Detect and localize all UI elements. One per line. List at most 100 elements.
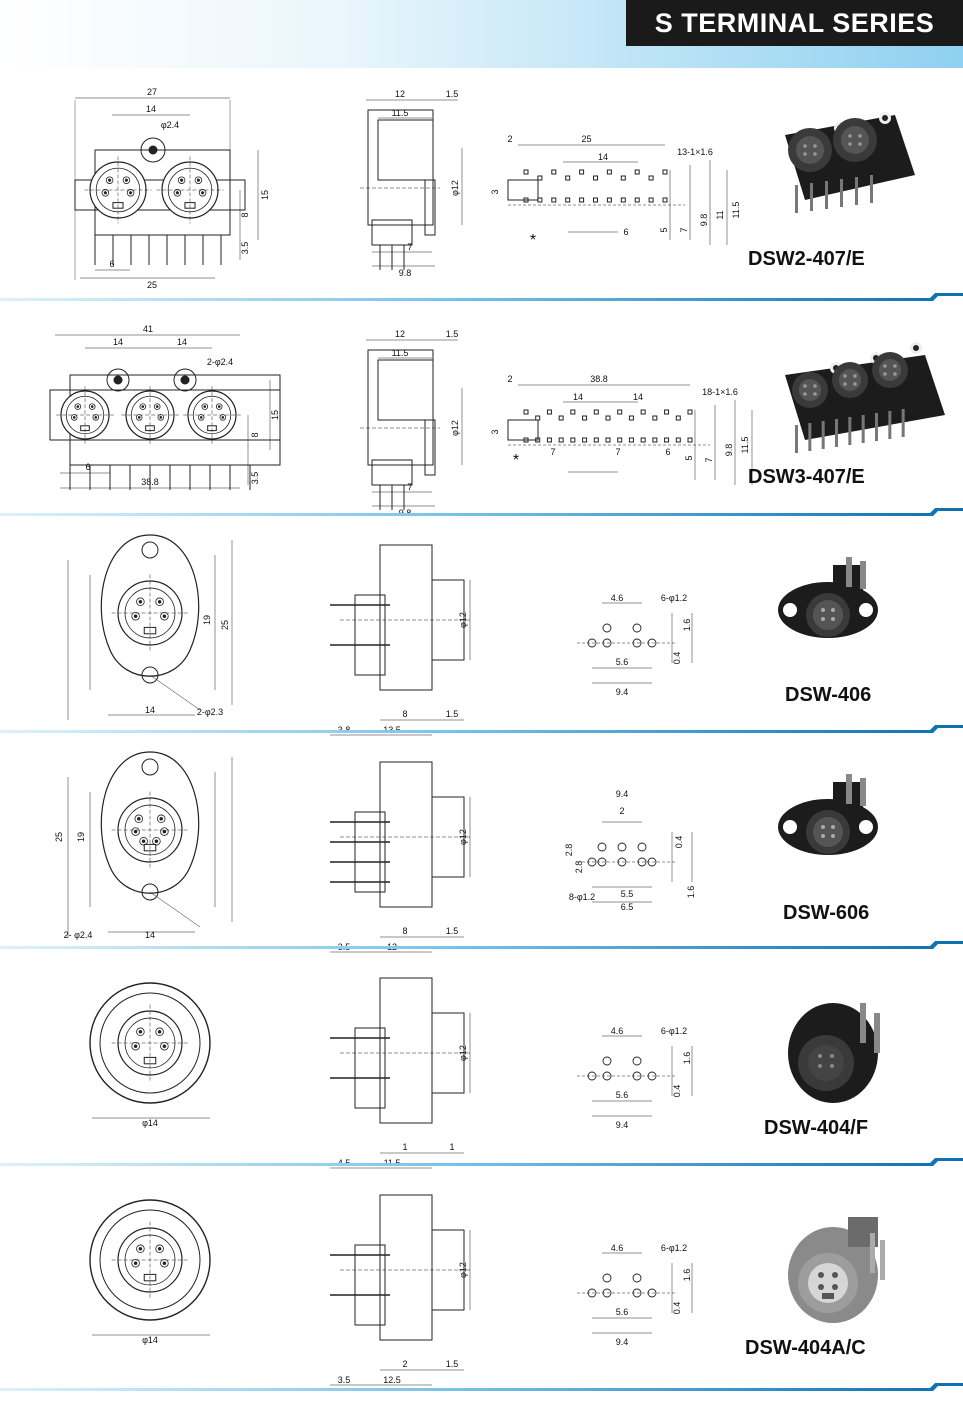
dim-offset: 0.4 [672, 652, 682, 665]
product-row: 2519142-φ2.3φ1281.53.813.54.66-φ1.21.60.… [0, 525, 963, 740]
dim-span: 9.4 [616, 789, 629, 799]
product-photo [785, 342, 945, 453]
dim-span: 6.5 [621, 902, 634, 912]
dim-row: 2.8 [564, 844, 574, 857]
product-photo [778, 557, 878, 638]
front-view: φ14 [89, 1199, 211, 1345]
dim-pitch: 14 [146, 104, 156, 114]
dim-offset: 1.6 [682, 1269, 692, 1282]
dim-row: 2.8 [574, 861, 584, 874]
dim-pitch: 4.6 [611, 1243, 624, 1253]
product-photo [785, 112, 915, 213]
dim-flange: 1.5 [446, 926, 459, 936]
dim-offset: 5 [684, 455, 694, 460]
section-divider [0, 1158, 963, 1166]
dim-body: 8 [402, 926, 407, 936]
dim-center: 8 [240, 212, 250, 217]
dim-diameter: φ12 [450, 420, 460, 436]
dim-offset: 1.6 [682, 1052, 692, 1065]
dim-body: 11.5 [392, 108, 409, 118]
dim-flange: 1.5 [446, 89, 459, 99]
dim-pin: 6 [109, 259, 114, 269]
asterisk-mark: * [513, 452, 519, 469]
dim-hole: φ2.4 [161, 120, 179, 130]
dim-span: 9.4 [616, 687, 629, 697]
dim-flange: 1 [449, 1142, 454, 1152]
dim-pitch: 14 [177, 337, 187, 347]
dim-mount-hole: 2-φ2.3 [197, 707, 223, 717]
dim-depth: 9.8 [724, 444, 734, 457]
front-view: φ14 [89, 982, 211, 1128]
dim-depth: 1.6 [686, 886, 696, 899]
dim-pin-size: 8-φ1.2 [569, 892, 595, 902]
page-title: S TERMINAL SERIES [626, 0, 963, 46]
dim-base: 3.5 [250, 472, 260, 485]
dim-pitch: 14 [598, 152, 608, 162]
dim-pin-size: 6-φ1.2 [661, 1026, 687, 1036]
pcb-layout: 4.6 6-φ1.2 1.6 0.4 5.6 9.4 [577, 1026, 693, 1130]
dim-total: 9.8 [399, 268, 412, 278]
dim-pitch: 14 [633, 392, 643, 402]
dim-body: 1 [402, 1142, 407, 1152]
model-number: DSW-404/F [764, 1117, 869, 1139]
section-divider [0, 508, 963, 516]
section-divider [0, 941, 963, 949]
model-number: DSW-404A/C [745, 1337, 866, 1359]
dim-span: 9.4 [616, 1337, 629, 1347]
dim-span: 9.4 [616, 1120, 629, 1130]
dim-offset: 2 [507, 134, 512, 144]
dim-span: 25 [581, 134, 591, 144]
dim-offset: 7 [704, 457, 714, 462]
dim-pitch: 4.6 [611, 1026, 624, 1036]
dim-pitch: 14 [573, 392, 583, 402]
dim-hole: 2-φ2.4 [207, 357, 233, 367]
dim-flange: 1.5 [446, 329, 459, 339]
model-number: DSW-406 [785, 684, 872, 706]
dim-diameter: φ14 [142, 1118, 158, 1128]
product-drawing: 2519142-φ2.3φ1281.53.813.54.66-φ1.21.60.… [67, 534, 878, 736]
dim-width: 27 [147, 87, 157, 97]
dim-depth: 9.8 [699, 214, 709, 227]
dim-span: 38.8 [590, 374, 608, 384]
product-photo [788, 1003, 880, 1103]
dim-pin-size: 6-φ1.2 [661, 593, 687, 603]
dim-base: 3.5 [240, 242, 250, 255]
dim-mount-hole: 2- φ2.4 [64, 930, 93, 940]
product-drawing: 4114142-φ2.41583.5638.8121.511.5φ1279.82… [49, 324, 945, 518]
dim-offset: 0.4 [672, 1302, 682, 1315]
product-photo [778, 774, 878, 855]
dim-pitch: 4.6 [611, 593, 624, 603]
dim-height: 25 [54, 832, 64, 842]
dim-pin-offset: 7 [407, 242, 412, 252]
product-row: φ14φ12114.511.54.66-φ1.21.60.45.69.4DSW-… [0, 958, 963, 1173]
dim-pitch: 14 [113, 337, 123, 347]
section-divider [0, 725, 963, 733]
dim-row: 3 [490, 189, 500, 194]
dim-flange: 1.5 [446, 709, 459, 719]
dim-offset: 0.4 [672, 1085, 682, 1098]
dim-pin-size: 6-φ1.2 [661, 1243, 687, 1253]
dim-pitch: 7 [550, 447, 555, 457]
dim-pitch: 5.6 [616, 1090, 629, 1100]
dim-center: 8 [250, 432, 260, 437]
dim-pin-offset: 7 [407, 482, 412, 492]
dim-pitch: 5.5 [621, 889, 634, 899]
dim-pin: 6 [85, 462, 90, 472]
dim-depth: 12 [395, 89, 405, 99]
dim-row: 3 [490, 429, 500, 434]
dim-width: 14 [145, 930, 155, 940]
dim-pitch: 2 [619, 806, 624, 816]
dim-pitch: 6 [623, 227, 628, 237]
